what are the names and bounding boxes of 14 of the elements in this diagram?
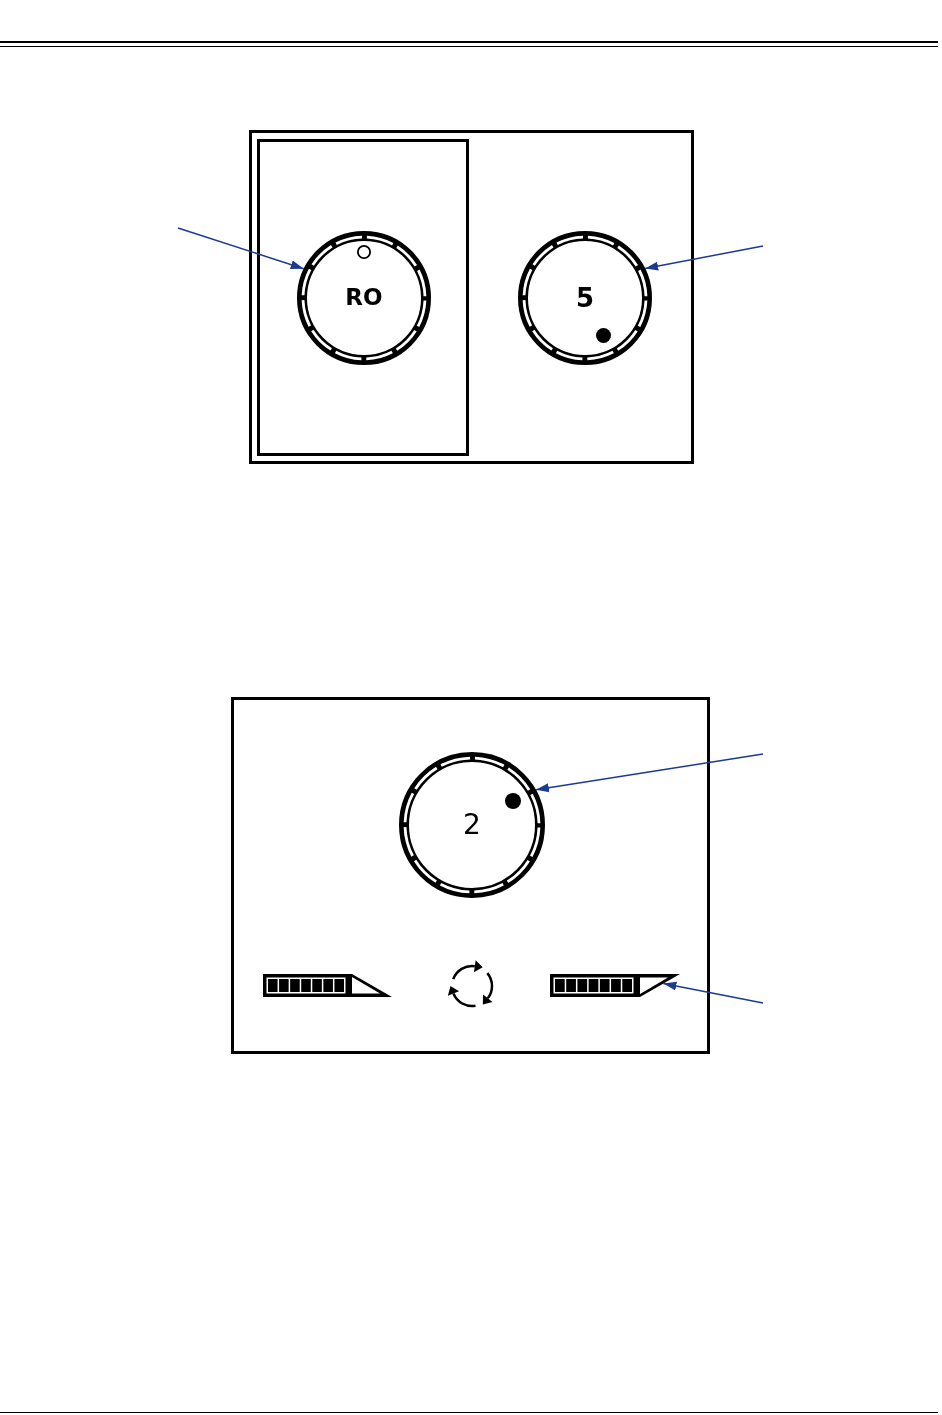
dial-value-text: 5 — [575, 283, 595, 313]
display-screen — [231, 697, 710, 1054]
signal-bar-icon — [550, 974, 680, 997]
dial-value-text: 2 — [463, 809, 481, 841]
display-screen — [249, 130, 694, 464]
leader-arrow — [535, 753, 764, 793]
panel-frame — [257, 139, 469, 456]
leader-arrow — [644, 245, 764, 271]
leader-arrow — [662, 981, 764, 1004]
dial-gauge — [399, 752, 545, 898]
dial-value-text: RO — [345, 285, 383, 311]
dial-gauge — [297, 231, 431, 365]
dial-gauge — [518, 231, 652, 365]
leader-arrow — [177, 227, 305, 270]
